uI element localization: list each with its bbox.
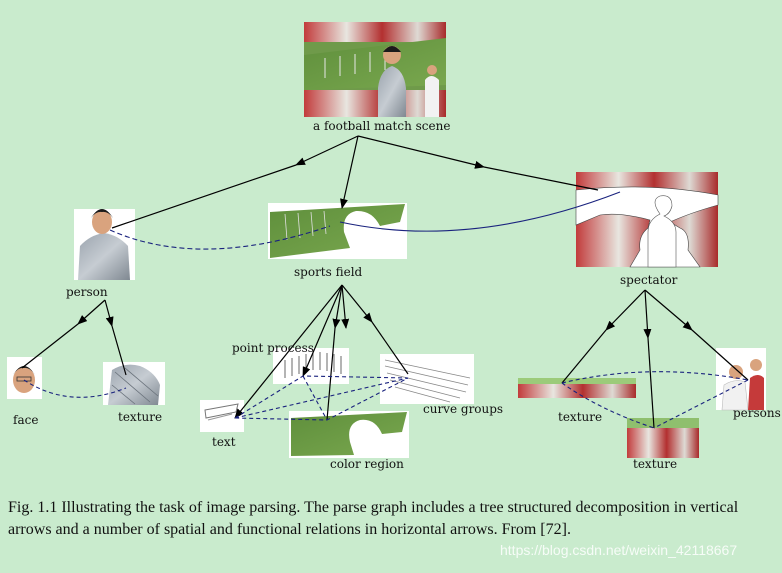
caption-figure-label: Fig. 1.1 [8, 499, 58, 516]
arrow-person-to-texture [104, 299, 114, 327]
node-label-point-process: point process [232, 341, 314, 355]
arrow-field-to-point-process-b [332, 284, 343, 329]
curve-groups-image [380, 354, 474, 404]
node-label-spectator: spectator [620, 273, 678, 287]
sports-field-image [268, 203, 407, 259]
parse-graph-diagram [7, 22, 766, 458]
relation-person-field [109, 225, 331, 250]
arrow-scene-to-person [295, 135, 359, 166]
person-texture-image [103, 362, 165, 405]
arrow-field-to-color-region [341, 284, 350, 329]
color-region-image [289, 411, 409, 458]
node-label-sports-field: sports field [294, 265, 363, 279]
node-label-text: text [212, 435, 236, 449]
arrow-scene-to-spectator [357, 135, 485, 169]
person-image [74, 209, 135, 280]
crowd-texture-image [627, 418, 699, 458]
caption-text: Illustrating the task of image parsing. … [8, 499, 739, 538]
spectator-texture-image [518, 378, 636, 398]
relation-field-spectator [339, 191, 621, 232]
node-label-curve-groups: curve groups [423, 402, 504, 416]
node-label-color-region: color region [330, 457, 404, 471]
arrow-field-to-text [234, 284, 343, 419]
node-label-crowd-texture: texture [633, 457, 678, 471]
face-image [7, 357, 42, 399]
node-label-person-texture: texture [118, 410, 163, 424]
relation-texture-persons [561, 371, 749, 384]
point-process-image [273, 348, 349, 384]
node-label-persons: persons [733, 406, 781, 420]
arrow-spectator-to-texture [605, 289, 646, 331]
arrow-field-to-point-process [302, 284, 343, 377]
persons-image [716, 348, 766, 411]
node-label-person: person [66, 285, 108, 299]
arrow-scene-to-sports-field [340, 135, 359, 209]
arrow-person-to-face [77, 299, 106, 325]
arrow-spectator-to-persons [644, 289, 693, 331]
node-label-spectator-texture: texture [558, 410, 603, 424]
watermark: https://blog.csdn.net/weixin_42118667 [500, 542, 738, 558]
arrow-spectator-to-crowd-texture [643, 289, 652, 339]
spectator-image [575, 172, 719, 268]
decomposition-arrows [21, 135, 749, 429]
arrow-field-to-curve-groups [341, 284, 373, 323]
scene-image [304, 22, 446, 117]
relation-face-texture [23, 379, 127, 398]
node-label-scene: a football match scene [313, 119, 451, 133]
relation-arrows [23, 191, 749, 429]
node-label-face: face [13, 413, 39, 427]
